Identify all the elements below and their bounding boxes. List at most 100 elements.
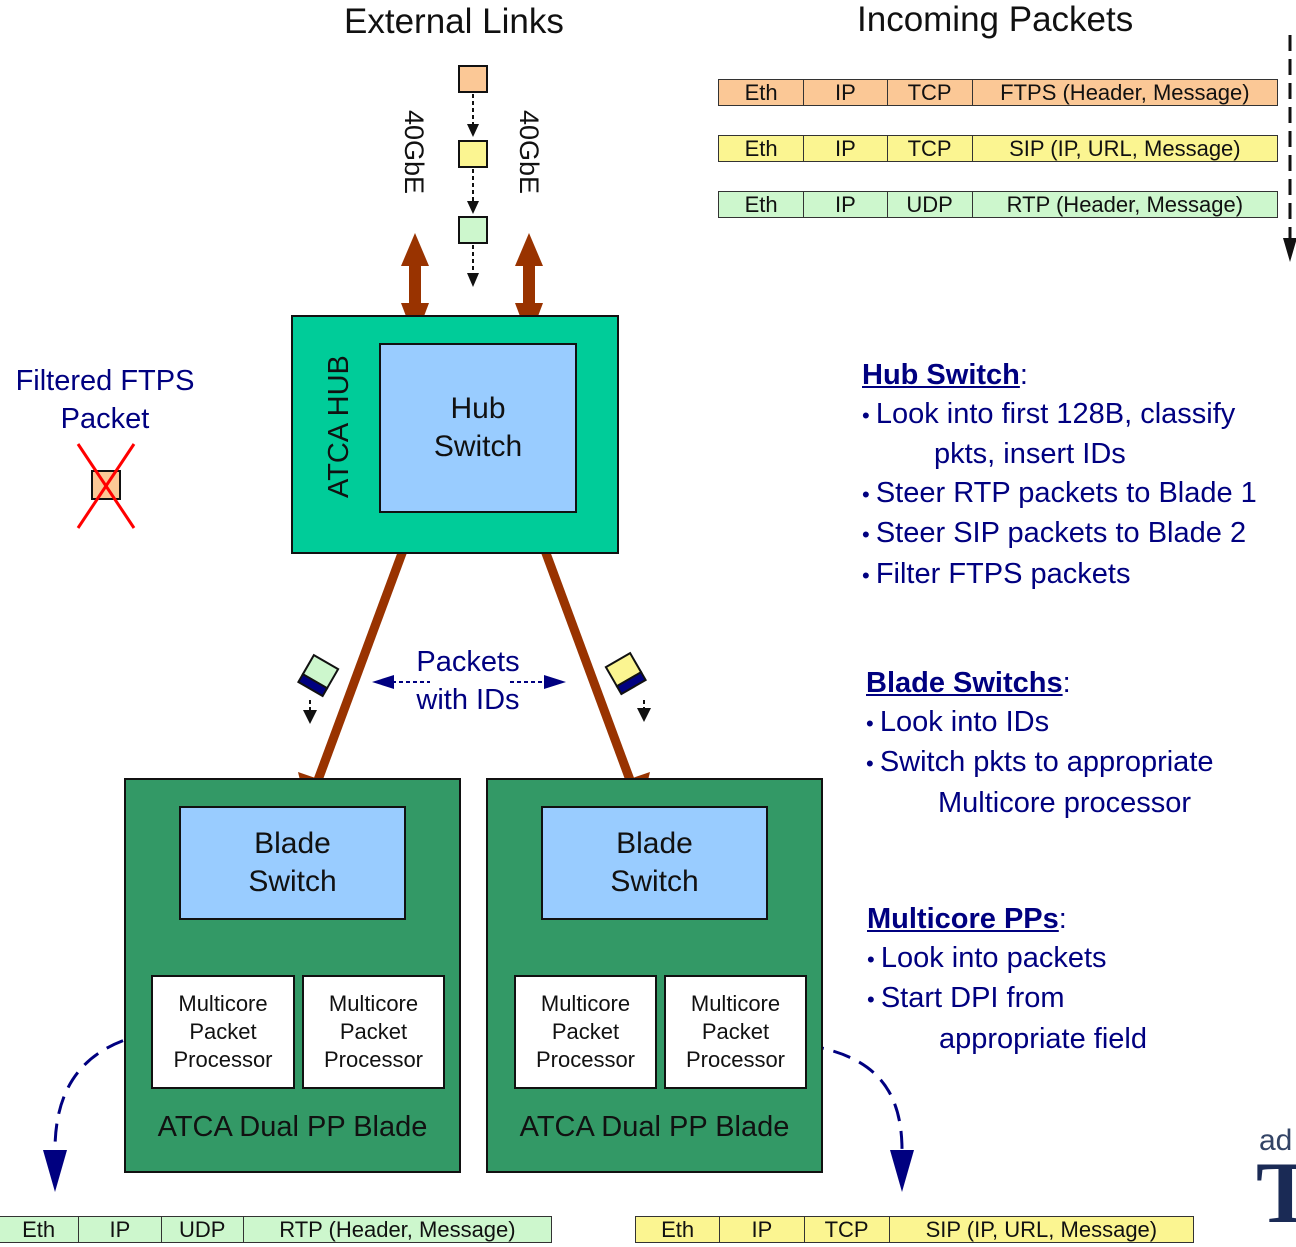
note-bullet-text: Steer RTP packets to Blade 1 bbox=[875, 476, 1257, 509]
hub-switch-line1: Hub bbox=[450, 392, 506, 425]
proc-line: Multicore bbox=[328, 991, 419, 1016]
link-arrow-left bbox=[401, 233, 429, 340]
proc-line: Multicore bbox=[690, 991, 781, 1016]
proc-line: Packet bbox=[189, 1019, 257, 1044]
incoming-packet-field: IP bbox=[804, 80, 888, 105]
outgoing-packet-field: RTP (Header, Message) bbox=[279, 1217, 516, 1242]
hub-notes-heading: Hub Switch: bbox=[862, 356, 1257, 395]
bullet-dot-icon: • bbox=[867, 946, 881, 972]
hub-switch: Hub Switch bbox=[379, 343, 577, 513]
packets-with-ids-label: Packets with IDs bbox=[404, 643, 532, 719]
incoming-packet-field: TCP bbox=[888, 136, 973, 161]
blade-2-switch-line1: Blade bbox=[616, 827, 693, 860]
incoming-packets-title: Incoming Packets bbox=[857, 0, 1134, 39]
proc-line: Multicore bbox=[178, 991, 268, 1016]
note-bullet-continuation: Multicore processor bbox=[938, 786, 1192, 819]
bullet-dot-icon: • bbox=[867, 987, 881, 1012]
hub-notes-heading-text: Hub Switch bbox=[862, 359, 1020, 391]
incoming-packet-field: TCP bbox=[888, 80, 973, 105]
outgoing-packet-field: IP bbox=[79, 1217, 162, 1242]
proc-line: Packet bbox=[701, 1019, 770, 1044]
note-bullet-text: Look into first 128B, classify bbox=[875, 397, 1236, 430]
incoming-flow-arrow bbox=[1283, 35, 1296, 262]
multicore-notes-heading: Multicore PPs: bbox=[867, 900, 1147, 939]
note-bullet: • Filter FTPS packets bbox=[862, 555, 1257, 596]
sip-packet-icon bbox=[458, 140, 488, 168]
outgoing-packet-field: IP bbox=[720, 1217, 805, 1242]
outgoing-packet-field: SIP (IP, URL, Message) bbox=[925, 1217, 1158, 1242]
outgoing-packet-field: UDP bbox=[162, 1217, 244, 1242]
external-links-title: External Links bbox=[344, 2, 564, 41]
atca-hub-label: ATCA HUB bbox=[323, 355, 355, 499]
blade-2-switch-line2: Switch bbox=[610, 865, 699, 898]
tagged-rtp-packet bbox=[297, 653, 340, 698]
incoming-packet-field: FTPS (Header, Message) bbox=[1000, 80, 1250, 105]
tagged-sip-packet bbox=[604, 651, 647, 696]
blade-2-processor-2: Multicore Packet Processor bbox=[664, 975, 807, 1089]
multicore-notes-heading-text: Multicore PPs bbox=[867, 903, 1059, 935]
blade-1-switch-line1: Blade bbox=[254, 827, 331, 860]
filtered-ftps-line1: Filtered FTPS bbox=[15, 365, 195, 397]
note-bullet-text: Steer SIP packets to Blade 2 bbox=[875, 517, 1247, 549]
blade-1-switch: Blade Switch bbox=[179, 806, 406, 920]
multicore-notes-heading-suffix: : bbox=[1058, 903, 1067, 935]
blade-1-switch-line2: Switch bbox=[248, 865, 337, 898]
blade-1-label: ATCA Dual PP Blade bbox=[157, 1111, 428, 1143]
packets-with-ids-line2: with IDs bbox=[416, 684, 520, 716]
bullet-dot-icon: • bbox=[862, 522, 876, 547]
blade-2-switch: Blade Switch bbox=[541, 806, 768, 920]
bullet-dot-icon: • bbox=[862, 562, 876, 588]
incoming-packet-field: IP bbox=[804, 136, 888, 161]
blade-2-processor-1: Multicore Packet Processor bbox=[514, 975, 657, 1089]
blade-switch-notes: Blade Switchs: • Look into IDs• Switch p… bbox=[866, 664, 1214, 822]
hub-switch-notes: Hub Switch: • Look into first 128B, clas… bbox=[862, 356, 1257, 595]
packets-with-ids-line1: Packets bbox=[416, 646, 520, 678]
packets-with-ids-arrow bbox=[372, 675, 566, 689]
incoming-packet-field: IP bbox=[804, 192, 888, 217]
note-bullet: • Look into first 128B, classify bbox=[862, 395, 1257, 436]
filtered-ftps-packet-icon bbox=[76, 443, 136, 529]
blade-notes-bullets: • Look into IDs• Switch pkts to appropri… bbox=[866, 703, 1214, 823]
note-bullet-text: Switch pkts to appropriate bbox=[879, 746, 1214, 778]
incoming-packet-field: Eth bbox=[719, 136, 805, 161]
output-arrow-right bbox=[805, 1043, 914, 1192]
note-bullet: • Start DPI from bbox=[867, 979, 1147, 1020]
proc-line: Processor bbox=[535, 1047, 636, 1072]
note-bullet: • Look into IDs bbox=[866, 703, 1214, 744]
bullet-dot-icon: • bbox=[862, 402, 876, 428]
blade-notes-heading: Blade Switchs: bbox=[866, 664, 1214, 703]
hub-switch-line2: Switch bbox=[433, 430, 523, 463]
blade-1-processor-1: Multicore Packet Processor bbox=[151, 975, 295, 1089]
proc-line: Processor bbox=[173, 1047, 273, 1072]
bullet-dot-icon: • bbox=[862, 481, 876, 507]
ftps-packet-icon bbox=[458, 65, 488, 93]
outgoing-packet-field: TCP bbox=[805, 1217, 890, 1242]
note-bullet: • Look into packets bbox=[867, 939, 1147, 980]
filtered-ftps-label: Filtered FTPS Packet bbox=[0, 362, 210, 438]
hub-notes-heading-suffix: : bbox=[1019, 359, 1028, 391]
note-bullet-text: Filter FTPS packets bbox=[875, 557, 1131, 590]
note-bullet: • Switch pkts to appropriate bbox=[866, 743, 1214, 784]
rtp-packet-icon bbox=[458, 216, 488, 244]
incoming-packet-field: UDP bbox=[888, 192, 973, 217]
note-bullet-text: Start DPI from bbox=[880, 982, 1065, 1014]
blade-1-processor-2: Multicore Packet Processor bbox=[302, 975, 445, 1089]
incoming-packet-field: RTP (Header, Message) bbox=[1006, 192, 1244, 217]
bullet-dot-icon: • bbox=[866, 751, 880, 776]
proc-line: Processor bbox=[685, 1047, 786, 1072]
note-bullet-continuation: appropriate field bbox=[939, 1022, 1147, 1055]
multicore-notes: Multicore PPs: • Look into packets• Star… bbox=[867, 900, 1147, 1058]
note-bullet: • Steer RTP packets to Blade 1 bbox=[862, 474, 1257, 515]
outgoing-packet-field: Eth bbox=[636, 1217, 721, 1242]
link-label-right: 40GbE bbox=[514, 110, 544, 195]
proc-line: Multicore bbox=[540, 991, 631, 1016]
proc-line: Packet bbox=[551, 1019, 620, 1044]
logo-small-text: ad bbox=[1259, 1124, 1293, 1157]
incoming-packet-field: Eth bbox=[719, 192, 805, 217]
output-arrow-left bbox=[43, 1031, 151, 1192]
note-bullet-continuation: pkts, insert IDs bbox=[934, 438, 1126, 470]
